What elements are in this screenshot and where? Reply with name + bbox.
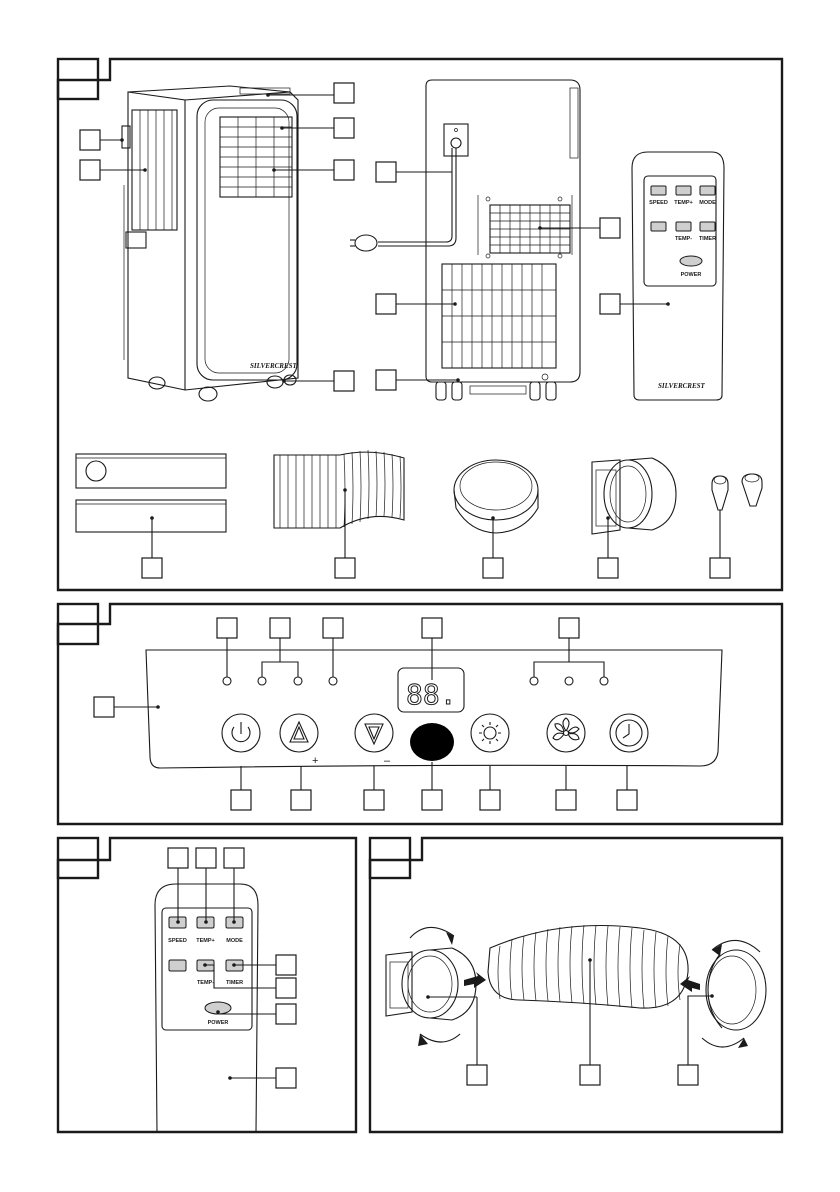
callout-box	[334, 371, 354, 391]
callout-box	[422, 618, 442, 638]
callout-box	[556, 790, 576, 810]
callout-box	[617, 790, 637, 810]
panel-product-overview: SILVERCREST	[58, 59, 782, 590]
callout-box	[334, 83, 354, 103]
panel-number-box	[58, 838, 98, 878]
window-adapter-assembly	[386, 927, 477, 1065]
callout-box	[270, 618, 290, 638]
callout-box	[168, 848, 188, 868]
flexible-hose	[488, 925, 688, 1065]
castor-wheels	[149, 375, 296, 401]
temp-down-button[interactable]	[355, 714, 393, 752]
remote-blank-button[interactable]	[169, 960, 186, 971]
remote-control-overview: SPEED TEMP+ MODE TEMP- TIMER POWER SILVE…	[620, 152, 724, 400]
callout-box	[364, 790, 384, 810]
rotate-arrow-icon	[702, 1038, 744, 1047]
display-digits: 88.	[406, 678, 457, 711]
front-brand-logo: SILVERCREST	[250, 362, 298, 370]
callout-box	[276, 1068, 296, 1088]
callout-box	[480, 790, 500, 810]
window-adapter-nozzle	[592, 458, 676, 558]
callout-box	[335, 558, 355, 578]
callout-box	[710, 558, 730, 578]
remote-mode-label: MODE	[226, 938, 243, 944]
remote-brand-logo: SILVERCREST	[658, 382, 706, 390]
hose-adapter-ring	[454, 460, 538, 558]
callout-box	[217, 618, 237, 638]
callout-box	[580, 1065, 600, 1085]
overview-speed-label: SPEED	[649, 200, 668, 206]
callout-box	[376, 162, 396, 182]
callout-box	[224, 848, 244, 868]
callout-box	[80, 160, 100, 180]
callout-box	[231, 790, 251, 810]
callout-box	[334, 160, 354, 180]
callout-box	[276, 978, 296, 998]
overview-temp-minus-label: TEMP-	[675, 236, 692, 242]
window-slider-plates	[76, 454, 226, 558]
ir-receiver	[410, 723, 454, 761]
callout-box	[334, 118, 354, 138]
panel-remote-control: SPEED TEMP+ MODE TEMP- TIMER POWER	[58, 838, 356, 1132]
panel-hose-assembly	[370, 838, 782, 1132]
power-plug	[355, 235, 377, 251]
rotate-arrow-icon	[420, 1034, 460, 1042]
remote-temp-plus-label: TEMP+	[196, 938, 215, 944]
arrow-up-icon	[290, 722, 308, 742]
plus-sign: +	[312, 755, 318, 767]
wall-plugs	[712, 474, 762, 558]
fan-speed-button[interactable]	[547, 714, 585, 752]
callout-box	[600, 294, 620, 314]
remote-power-label: POWER	[208, 1020, 229, 1026]
timer-button[interactable]	[610, 714, 648, 752]
side-handle	[122, 126, 130, 148]
exhaust-hose	[274, 450, 404, 558]
callout-box	[559, 618, 579, 638]
air-conditioner-rear-view	[350, 80, 600, 400]
remote-timer-label: TIMER	[226, 980, 243, 986]
rear-wheels	[436, 382, 556, 400]
remote-temp-minus-label: TEMP-	[197, 980, 214, 986]
overview-temp-plus-label: TEMP+	[674, 200, 693, 206]
callout-box	[600, 218, 620, 238]
panel-control-panel: 88. + –	[58, 604, 782, 824]
callout-box	[376, 370, 396, 390]
mode-button[interactable]	[471, 714, 509, 752]
overview-mode-label: MODE	[699, 200, 716, 206]
callout-box	[483, 558, 503, 578]
remote-speed-label: SPEED	[168, 938, 187, 944]
overview-timer-label: TIMER	[699, 236, 716, 242]
callout-box	[678, 1065, 698, 1085]
callout-box	[142, 558, 162, 578]
callout-box	[422, 790, 442, 810]
callout-box	[467, 1065, 487, 1085]
callout-box	[376, 294, 396, 314]
callout-box	[323, 618, 343, 638]
callout-box	[196, 848, 216, 868]
callout-box	[598, 558, 618, 578]
callout-box	[276, 955, 296, 975]
panel-number-box	[370, 838, 410, 878]
air-conditioner-front-view: SILVERCREST	[100, 86, 334, 401]
callout-box	[94, 697, 114, 717]
arrow-down-icon	[365, 724, 383, 744]
power-button[interactable]	[222, 714, 260, 752]
overview-power-label: POWER	[681, 272, 702, 278]
callout-box	[80, 130, 100, 150]
minus-sign: –	[384, 755, 391, 767]
temp-up-button[interactable]	[280, 714, 318, 752]
fan-icon	[553, 718, 579, 740]
hose-ring-assembly	[688, 940, 766, 1065]
sun-mode-icon	[479, 722, 501, 744]
callout-box	[276, 1004, 296, 1024]
callout-box	[291, 790, 311, 810]
